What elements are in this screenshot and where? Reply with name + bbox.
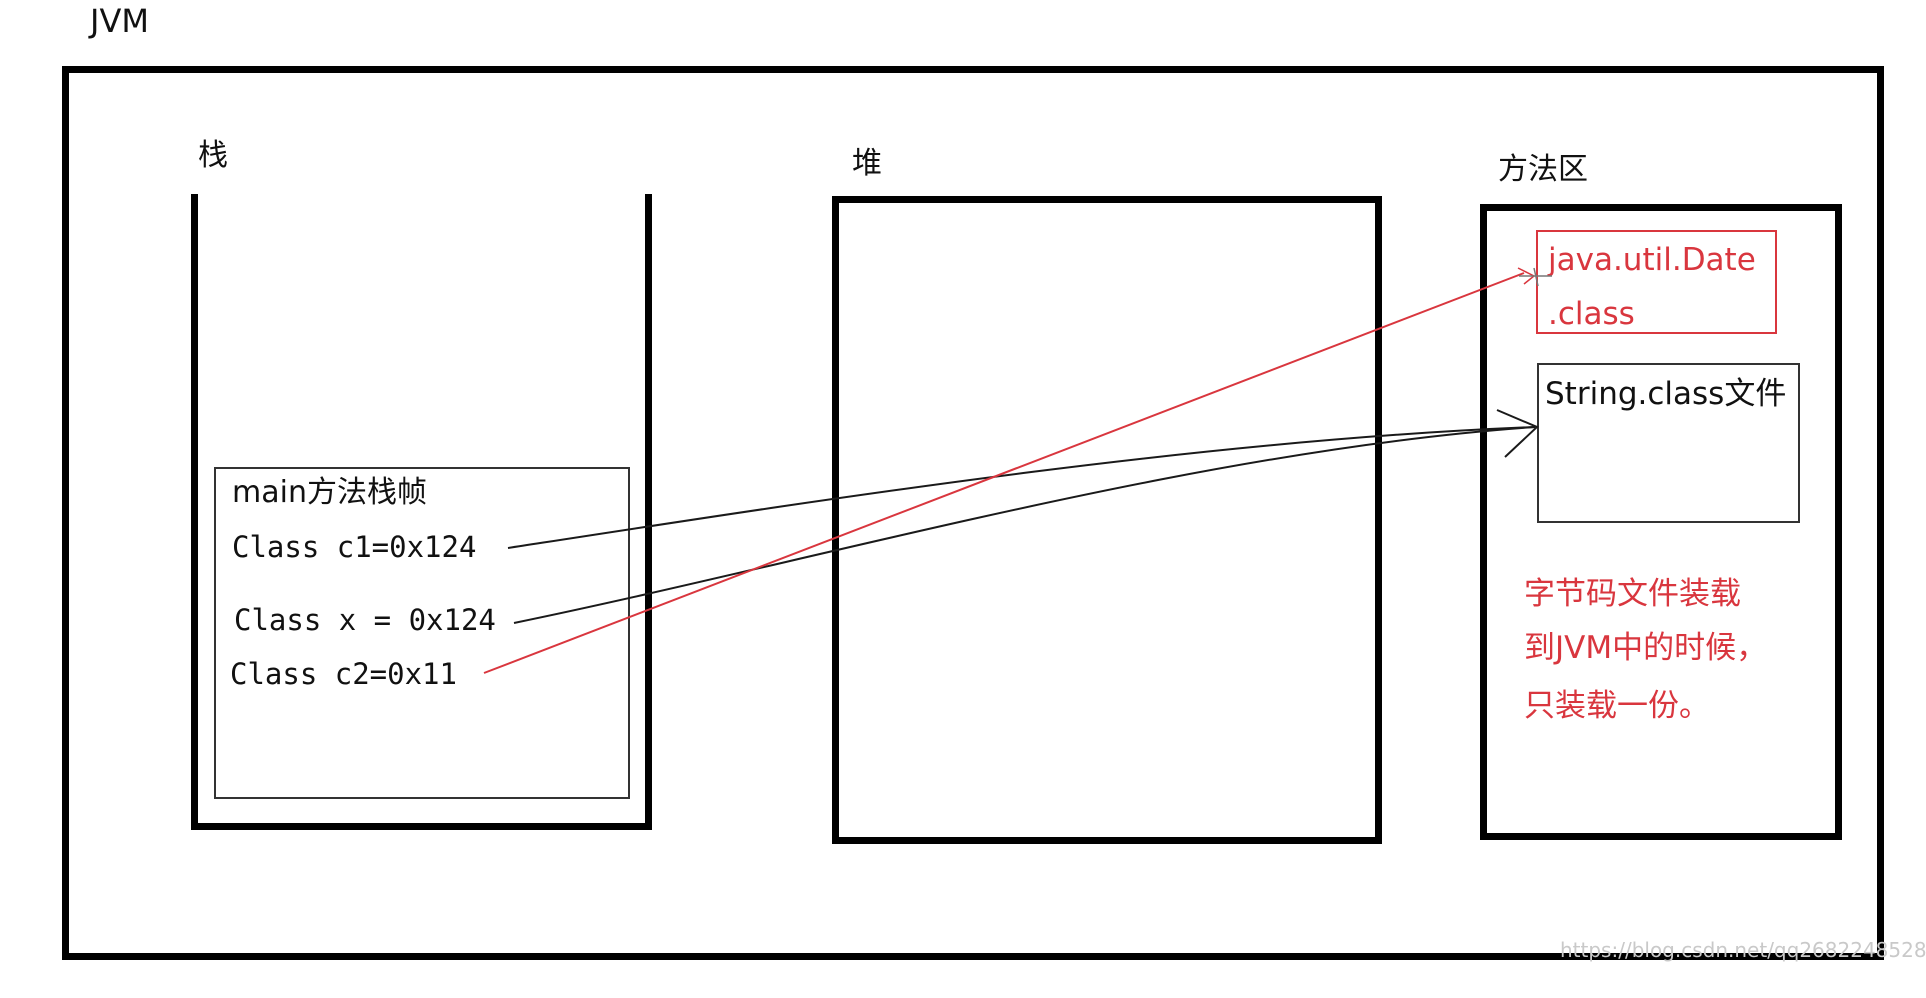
var-c1: Class c1=0x124 bbox=[232, 530, 477, 564]
stack-label: 栈 bbox=[198, 138, 228, 173]
note-line2: 到JVM中的时候， bbox=[1524, 630, 1768, 666]
method-area-container bbox=[1480, 204, 1842, 840]
jvm-label: JVM bbox=[90, 2, 149, 40]
stack-bottom-wall bbox=[191, 823, 652, 830]
jvm-container bbox=[62, 66, 1884, 960]
note-line1: 字节码文件装载 bbox=[1524, 576, 1741, 612]
arrow-x-to-string-class bbox=[513, 426, 1536, 624]
date-class-line2: .class bbox=[1548, 296, 1635, 332]
string-class-label: String.class文件 bbox=[1545, 376, 1787, 412]
arrow-c1-to-string-class bbox=[507, 426, 1536, 549]
note-line3: 只装载一份。 bbox=[1524, 688, 1710, 724]
stack-frame-title: main方法栈帧 bbox=[232, 475, 427, 510]
arrow-c2-to-date-class bbox=[483, 272, 1525, 674]
stack-left-wall bbox=[191, 194, 198, 830]
cursor-mark bbox=[1519, 267, 1552, 287]
date-class-line1: java.util.Date bbox=[1548, 242, 1756, 278]
heap-container bbox=[832, 196, 1382, 844]
arrow-head-string-class bbox=[1496, 409, 1539, 458]
method-area-label: 方法区 bbox=[1498, 152, 1588, 187]
var-x: Class x = 0x124 bbox=[234, 603, 496, 637]
watermark: https://blog.csdn.net/qq2682248528 bbox=[1560, 938, 1926, 962]
stack-right-wall bbox=[645, 194, 652, 830]
heap-label: 堆 bbox=[852, 146, 882, 181]
main-stack-frame bbox=[214, 467, 630, 799]
var-c2: Class c2=0x11 bbox=[230, 657, 457, 691]
string-class-box bbox=[1537, 363, 1800, 523]
